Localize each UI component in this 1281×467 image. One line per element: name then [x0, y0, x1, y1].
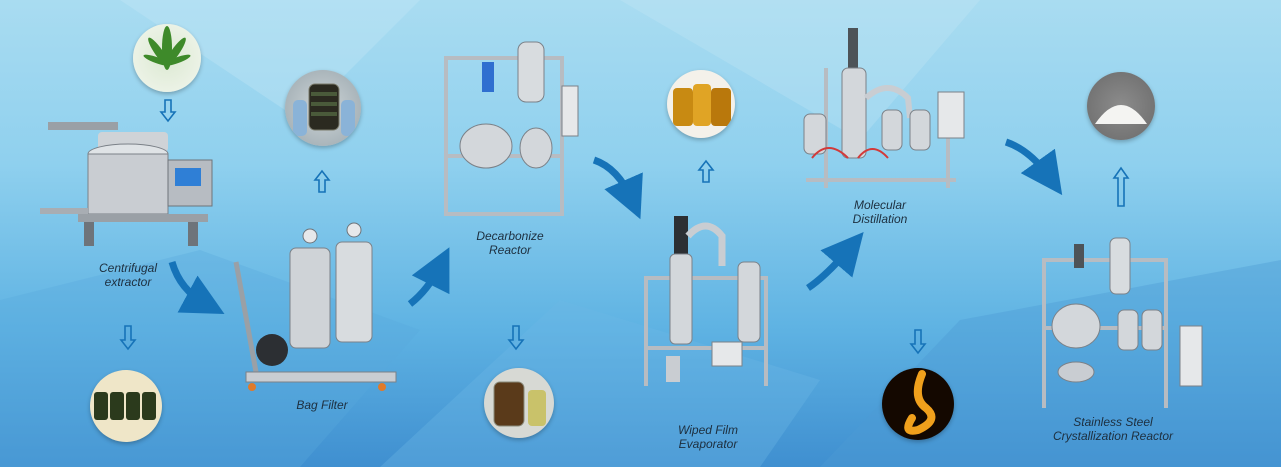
down-arrow-distillate	[909, 329, 927, 355]
flow-arrow-4	[806, 232, 864, 291]
up-arrow-jar	[313, 169, 331, 193]
amber-oil-image	[667, 70, 735, 138]
down-arrow-leaf	[159, 99, 177, 123]
centrifugal-extractor-machine	[40, 122, 213, 246]
wiped-film-evaporator-machine	[644, 216, 768, 386]
up-arrow-amber	[697, 159, 715, 183]
decarbonize-reactor-machine	[444, 41, 579, 216]
flow-arrow-2	[407, 247, 450, 307]
crystallization-reactor-machine	[1042, 237, 1203, 408]
molecular-distillation-machine	[803, 28, 965, 188]
flow-arrow-5	[1004, 138, 1063, 196]
down-arrow-green-jars	[119, 325, 137, 351]
flow-arrow-1	[168, 260, 225, 314]
crystal-powder-image	[1087, 72, 1155, 140]
bag-filter-machine	[233, 222, 397, 391]
up-arrow-crystal	[1112, 166, 1130, 207]
golden-distillate-image	[882, 368, 954, 440]
down-arrow-oil-jars	[507, 325, 525, 351]
green-extract-jars-image	[90, 370, 162, 442]
oil-jars-image	[484, 368, 554, 438]
bag-filter-label: Bag Filter	[296, 398, 348, 412]
flow-arrow-3	[592, 156, 643, 220]
extract-jar-image	[285, 70, 361, 146]
hemp-leaf-image	[133, 24, 201, 92]
